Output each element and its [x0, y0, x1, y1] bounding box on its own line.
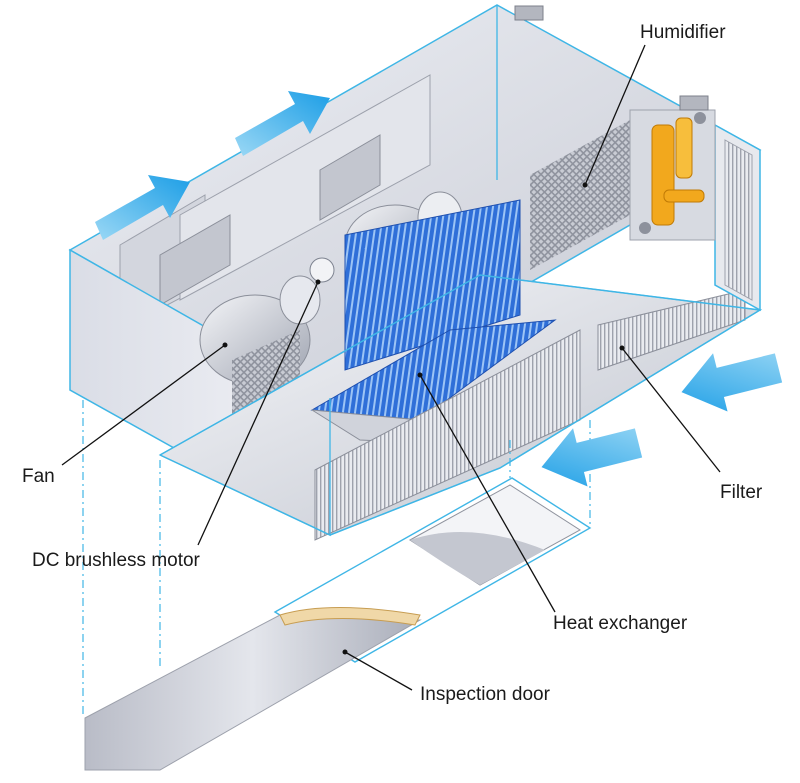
rear-mesh-panel: [530, 120, 630, 270]
guide-lines: [82, 400, 591, 718]
label-heat-exchanger: Heat exchanger: [553, 613, 688, 634]
label-inspection-door: Inspection door: [420, 684, 551, 705]
inspection-door-panel: [84, 614, 422, 771]
airflow-arrow-icon: [95, 175, 190, 240]
housing-right-louver: [724, 139, 753, 301]
label-humidifier: Humidifier: [640, 22, 726, 43]
label-dc-brushless-motor: DC brushless motor: [32, 550, 201, 571]
door-seal: [279, 607, 421, 626]
frame-outline: [159, 274, 763, 536]
airflow-arrow-icon: [541, 428, 643, 487]
fan-inlet-left: [279, 275, 321, 325]
humidifier-unit: [629, 109, 716, 241]
bracket-2: [679, 95, 709, 111]
door-flap-curve: [410, 532, 545, 585]
airflow-arrow-icon: [681, 353, 783, 412]
label-fan: Fan: [22, 466, 55, 487]
outlet-duct-2: [319, 134, 381, 221]
bracket-1: [514, 5, 544, 21]
dc-motor-body: [309, 257, 335, 283]
outlet-duct-1: [159, 214, 231, 306]
leader-lines: [61, 44, 721, 691]
leader-dots: [222, 182, 625, 655]
label-filter: Filter: [720, 482, 763, 503]
airflow-arrow-icon: [235, 91, 330, 156]
